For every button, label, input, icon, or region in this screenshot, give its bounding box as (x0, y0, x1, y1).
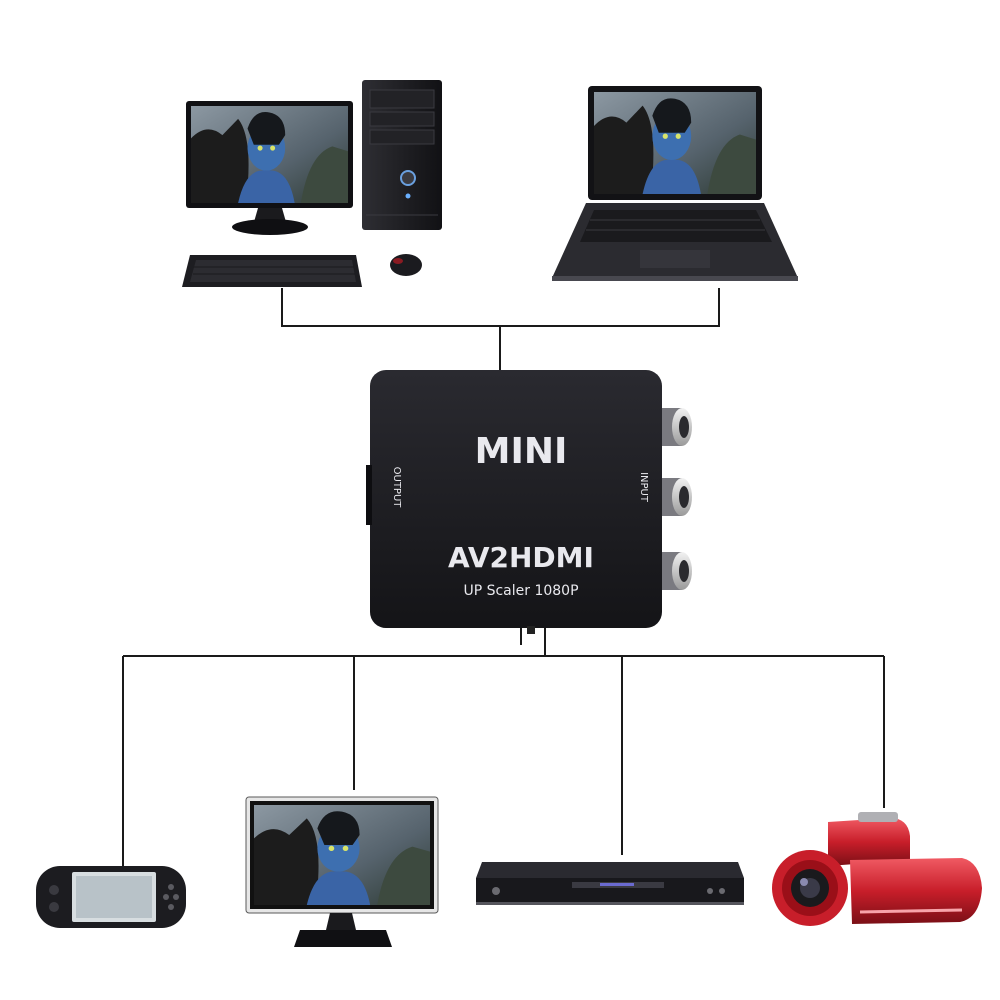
desktop-computer (182, 80, 442, 287)
desktop-monitor (186, 101, 353, 235)
rca-jack-2 (662, 478, 692, 516)
keyboard (182, 255, 362, 287)
input-label: INPUT (638, 472, 649, 503)
pc-tower (362, 80, 442, 230)
subtitle-label: UP Scaler 1080P (463, 583, 578, 599)
hdmi-port (366, 465, 372, 525)
handheld-game-console (36, 866, 186, 928)
model-label: AV2HDMI (448, 541, 594, 574)
av2hdmi-converter: MINI AV2HDMI UP Scaler 1080P OUTPUT INPU… (366, 370, 692, 634)
dvd-player (476, 862, 744, 905)
laptop (552, 86, 798, 281)
top-bus-line (281, 288, 720, 327)
monitor (245, 796, 439, 947)
rca-jack-1 (662, 408, 692, 446)
converter-body (370, 370, 662, 628)
usb-port (527, 626, 535, 634)
output-label: OUTPUT (391, 467, 402, 509)
rca-jack-3 (662, 552, 692, 590)
mouse (390, 254, 422, 276)
camcorder (772, 812, 982, 926)
brand-label: MINI (475, 431, 568, 472)
